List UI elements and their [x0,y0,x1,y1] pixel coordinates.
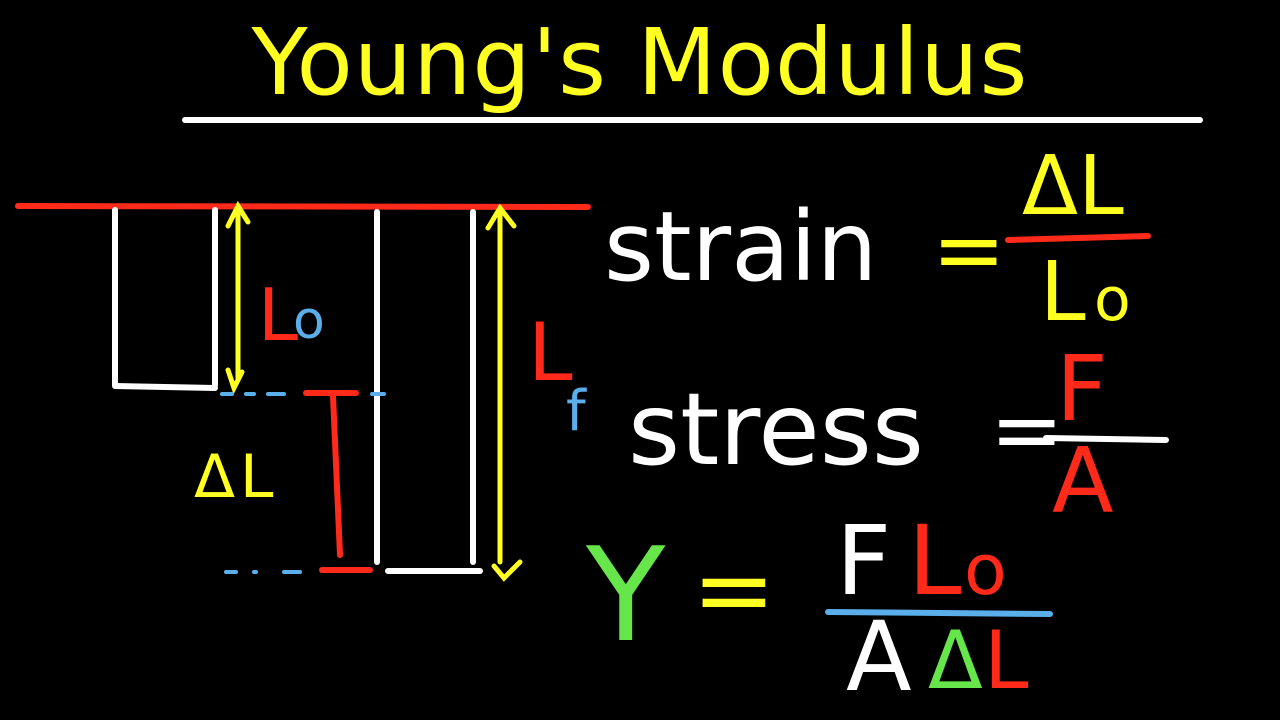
stretched-rod [374,209,483,574]
strain-word: strain [604,191,877,303]
label-delta-L: L [240,442,274,512]
young-numerator-o: o [964,529,1007,611]
label-f-subscript: f [566,379,587,444]
young-numerator-F: F [836,505,891,617]
young-symbol: Y [585,519,666,671]
young-numerator-L: L [908,505,961,617]
stress-word: stress [628,371,924,488]
strain-numerator: ΔL [1022,139,1124,234]
strain-equals: = [932,198,1006,301]
young-fraction-bar [825,609,1053,617]
label-delta: Δ [194,442,235,512]
strain-fraction-bar [1005,233,1151,243]
page-title: Young's Modulus [251,9,1029,116]
final-length-arrow [485,203,523,582]
elongation-bracket [303,390,373,573]
label-L-original: L [258,273,298,357]
original-rod [112,207,218,391]
stress-numerator: F [1056,337,1108,442]
strain-denominator-o: o [1094,265,1131,335]
young-denominator-delta: Δ [928,614,983,707]
reference-dashes [220,392,386,574]
label-L-final: L [528,306,573,399]
stress-fraction-bar [1043,435,1169,443]
strain-denominator-L: L [1040,245,1086,340]
original-length-arrow [225,200,251,395]
stress-equals: = [990,378,1064,481]
stress-denominator: A [1052,429,1114,534]
label-o-subscript: o [293,291,325,351]
young-denominator-L: L [984,614,1029,707]
support-line [15,203,591,210]
young-equals: = [692,531,776,648]
young-denominator-A: A [846,601,912,713]
